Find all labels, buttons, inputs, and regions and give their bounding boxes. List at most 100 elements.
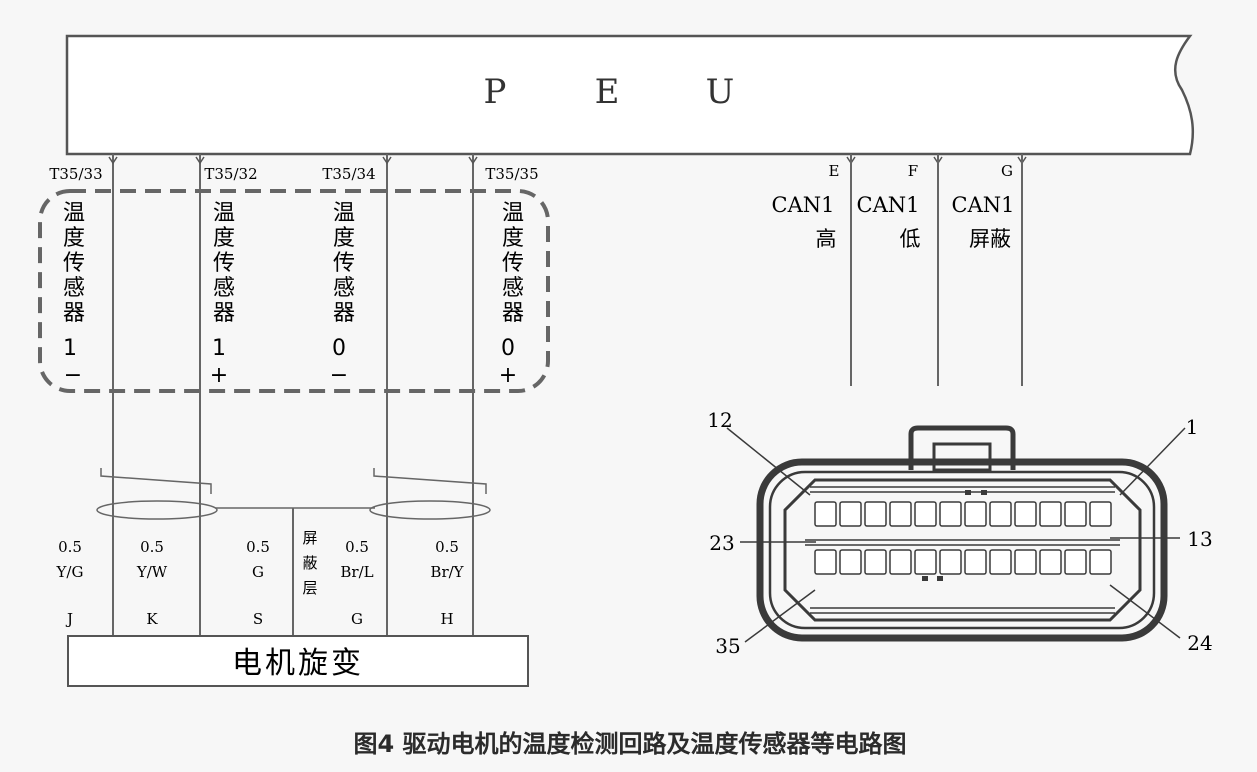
svg-text:温: 温	[333, 201, 355, 226]
connector-pin-cell	[1089, 549, 1112, 575]
connector-pin-cell	[1014, 549, 1037, 575]
can-wires	[850, 154, 1023, 386]
svg-text:K: K	[146, 610, 158, 628]
connector-pin-cell	[839, 501, 862, 527]
connector-pin-cell	[964, 501, 987, 527]
svg-text:0.5: 0.5	[58, 538, 82, 556]
connector-inner-frame	[783, 478, 1142, 622]
svg-text:Br/L: Br/L	[340, 563, 373, 581]
svg-text:度: 度	[502, 226, 524, 251]
can-low-line1: CAN1	[857, 193, 920, 217]
svg-text:G: G	[252, 563, 264, 581]
connector-pin-cell	[939, 501, 962, 527]
svg-text:G: G	[351, 610, 363, 628]
connector-pin-cell	[1064, 501, 1087, 527]
svg-text:+: +	[210, 363, 228, 388]
peu-box	[65, 34, 1195, 156]
pin-label-t35-33: T35/33	[49, 165, 102, 183]
wire-label-j: 0.5 Y/G J	[56, 538, 84, 628]
svg-text:传: 传	[333, 251, 355, 276]
svg-text:度: 度	[63, 226, 85, 251]
svg-text:−: −	[330, 363, 348, 388]
shield-layer-label: 屏 蔽 层	[302, 529, 317, 597]
can-pin-e: E	[829, 162, 840, 180]
svg-text:Y/W: Y/W	[136, 563, 168, 581]
connector-latch	[908, 425, 1016, 470]
svg-text:1: 1	[63, 336, 77, 361]
connector-label-1: 1	[1186, 415, 1199, 439]
connector-label-13: 13	[1187, 527, 1212, 551]
wire-label-g: 0.5 Br/L G	[340, 538, 373, 628]
figure-caption: 图4 驱动电机的温度检测回路及温度传感器等电路图	[353, 730, 906, 758]
connector-pin-cell	[1014, 501, 1037, 527]
svg-text:器: 器	[502, 301, 524, 326]
svg-text:+: +	[499, 363, 517, 388]
connector-pin-cell	[889, 549, 912, 575]
sensor-label-1-plus: 温 度 传 感 器 1 +	[210, 201, 235, 388]
svg-text:H: H	[440, 610, 453, 628]
connector-number-labels: 12 1 23 13 35 24	[707, 408, 1212, 658]
connector-pin-cell	[814, 501, 837, 527]
pin-label-t35-32: T35/32	[204, 165, 257, 183]
svg-text:传: 传	[213, 251, 235, 276]
pin-ticks	[108, 156, 1027, 165]
svg-text:1: 1	[212, 336, 226, 361]
peu-letter-p: P	[484, 72, 507, 112]
twisted-pair-left	[96, 468, 218, 520]
connector-rails	[810, 486, 1115, 614]
sensor-label-1-minus: 温 度 传 感 器 1 −	[63, 201, 85, 388]
svg-text:感: 感	[63, 276, 85, 301]
can-high-line1: CAN1	[772, 193, 835, 217]
svg-text:0.5: 0.5	[246, 538, 270, 556]
connector-middle-shell	[768, 470, 1156, 630]
connector-pin-cell	[939, 549, 962, 575]
sensor-wires	[112, 154, 474, 636]
svg-text:度: 度	[213, 226, 235, 251]
wire-label-s: 0.5 G S	[246, 538, 270, 628]
svg-text:感: 感	[213, 276, 235, 301]
svg-text:S: S	[253, 610, 263, 628]
peu-letter-u: U	[706, 72, 735, 112]
can-shield-line2: 屏蔽	[969, 227, 1011, 251]
svg-text:感: 感	[502, 276, 524, 301]
connector-pin-cell	[914, 549, 937, 575]
connector-outer-shell	[756, 458, 1168, 642]
connector-pin-cell	[1064, 549, 1087, 575]
connector-label-12: 12	[707, 408, 732, 432]
connector-pin-cell	[1089, 501, 1112, 527]
sensor-label-0-plus: 温 度 传 感 器 0 +	[499, 201, 524, 388]
sensor-dashed-region	[38, 189, 550, 393]
svg-text:0.5: 0.5	[140, 538, 164, 556]
can-labels: CAN1 高 CAN1 低 CAN1 屏蔽	[772, 193, 1015, 251]
svg-text:温: 温	[63, 201, 85, 226]
svg-text:0.5: 0.5	[435, 538, 459, 556]
connector-drawing	[726, 425, 1186, 643]
svg-text:Y/G: Y/G	[56, 563, 84, 581]
can-low-line2: 低	[900, 227, 921, 251]
svg-text:0: 0	[501, 336, 515, 361]
svg-text:层: 层	[302, 579, 317, 597]
can-pin-f: F	[908, 162, 918, 180]
pin-label-t35-34: T35/34	[322, 165, 375, 183]
connector-pin-cell	[864, 549, 887, 575]
connector-pin-cell	[964, 549, 987, 575]
svg-text:器: 器	[333, 301, 355, 326]
connector-latch-inner	[932, 442, 992, 472]
connector-pin-cell	[1039, 501, 1062, 527]
resolver-label: 电机旋变	[232, 646, 364, 681]
connector-pin-row-bottom	[814, 549, 1112, 575]
connector-pin-cell	[1039, 549, 1062, 575]
connector-pin-cell	[864, 501, 887, 527]
twisted-pair-right	[369, 468, 491, 520]
resolver-box	[67, 635, 529, 687]
connector-pin-cell	[989, 549, 1012, 575]
connector-pin-cell	[839, 549, 862, 575]
can-pin-labels: E F G	[829, 162, 1013, 180]
svg-text:度: 度	[333, 226, 355, 251]
svg-text:蔽: 蔽	[302, 554, 317, 572]
svg-text:温: 温	[502, 201, 524, 226]
wire-label-k: 0.5 Y/W K	[136, 538, 168, 628]
can-high-line2: 高	[816, 227, 837, 251]
